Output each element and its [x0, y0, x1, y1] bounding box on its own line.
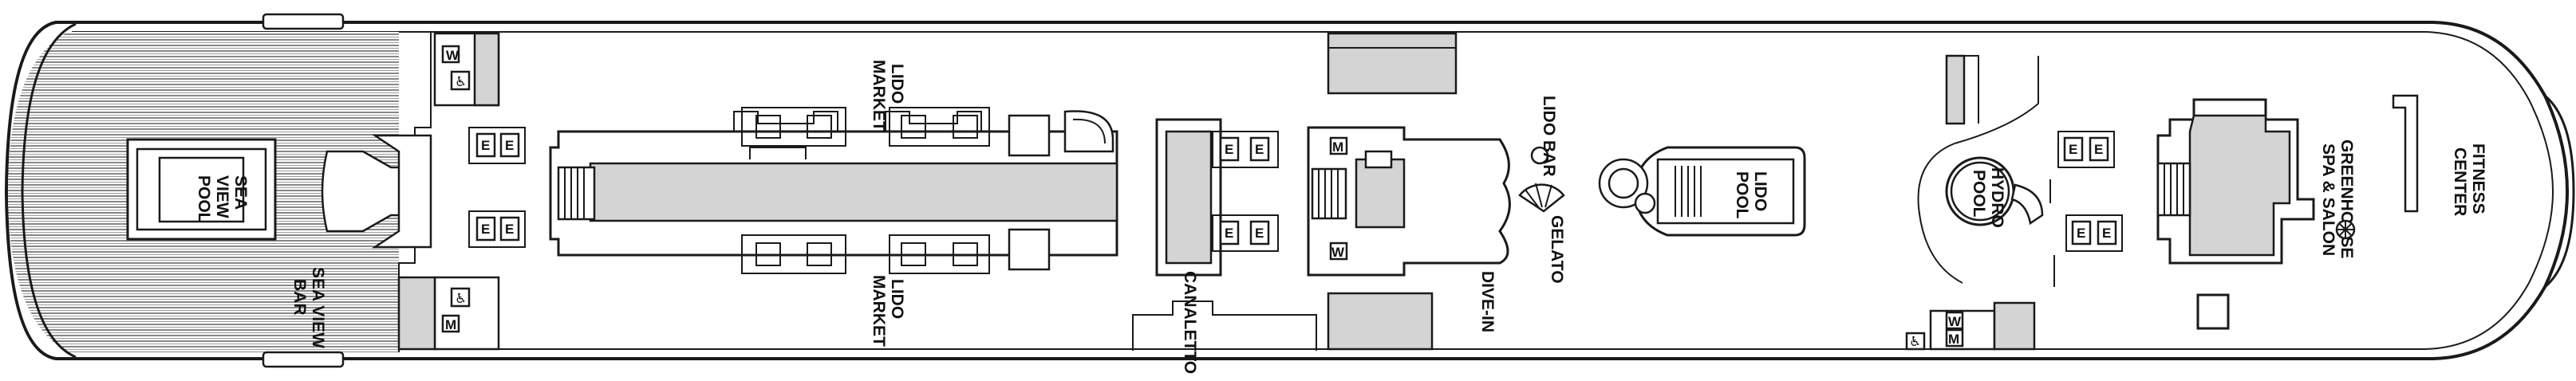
elevator-icon: E [505, 138, 514, 153]
lido-market-entry-arc [1072, 118, 1106, 144]
aft-restroom-bottom: ♿ M [397, 276, 500, 351]
women-restroom-icon: W [1948, 314, 1962, 329]
women-restroom-icon: W [1331, 245, 1345, 260]
sea-view-bar-label-2: BAR [290, 279, 309, 316]
lido-bar-marker-icon [1530, 146, 1549, 165]
hydro-pool-label-1: HYDRO [1988, 167, 2006, 228]
sea-view-pool[interactable]: SEA VIEW POOL [126, 138, 277, 241]
lido-market-counter-bottom [1008, 228, 1051, 271]
elevator-icon: E [1225, 226, 1233, 241]
lido-pool-label-2: POOL [1733, 171, 1751, 219]
men-restroom-icon: M [445, 317, 456, 332]
gelato-counter[interactable] [1518, 183, 1565, 213]
aft-elevators: E E E E [468, 127, 526, 248]
men-restroom-icon: M [1948, 332, 1959, 347]
stern-davit-bottom [262, 351, 345, 368]
dive-in[interactable]: M W [1307, 126, 1511, 277]
hydro-pool-label-2: POOL [1970, 170, 1988, 218]
fitness-center-label-1: FITNESS [2469, 143, 2487, 214]
lido-pool[interactable]: LIDO POOL [1598, 146, 1806, 237]
elevator-icon: E [505, 222, 514, 237]
fwd-restroom-bottom: W M ♿ [1905, 301, 2036, 351]
elevator-icon: E [481, 222, 490, 237]
elevator-icon: E [2102, 226, 2111, 241]
mid-top-wall [1327, 47, 1457, 93]
bow-tip [2544, 94, 2575, 289]
lido-market[interactable] [549, 107, 1118, 274]
women-restroom-icon: W [446, 48, 460, 63]
stern-davit-top [262, 13, 345, 30]
hull-outline [4, 21, 2570, 360]
lido-pool-label-1: LIDO [1751, 171, 1769, 211]
sea-view-bar-label-1: SEA VIEW [309, 267, 327, 348]
mid-elevators: E E E E [1212, 131, 1279, 252]
greenhouse-label-1: GREENHOUSE [2337, 139, 2356, 258]
lido-market-top-label-1: LIDO [888, 64, 906, 104]
hydro-pool[interactable]: HYDRO POOL [1917, 103, 2044, 284]
canaletto-wall [1132, 300, 1317, 351]
elevator-icon: E [2077, 226, 2085, 241]
accessible-icon: ♿ [1909, 334, 1921, 349]
lido-pool-steps [1675, 166, 1702, 217]
lido-market-entry [1063, 110, 1114, 153]
canaletto-label: CANALETTO [1181, 271, 1199, 374]
lido-market-bottom-label-1: LIDO [888, 279, 906, 319]
men-restroom-icon: M [1332, 139, 1343, 155]
sea-view-pool-label-3: POOL [195, 175, 213, 223]
greenhouse-label-2: SPA & SALON [2319, 143, 2337, 256]
spa-stairs [2156, 162, 2191, 217]
stern-rail [21, 22, 77, 359]
fwd-grey-strip-top [1945, 54, 1966, 125]
accessible-icon: ♿ [455, 291, 467, 306]
fwd-elevators: E E E E [2049, 131, 2123, 287]
canaletto[interactable] [1155, 118, 1222, 277]
spa-bottom-block [2196, 293, 2230, 330]
lido-bar-label: LIDO BAR [1540, 96, 1558, 177]
elevator-icon: E [2094, 142, 2103, 157]
greenhouse-spa[interactable] [2156, 98, 2315, 265]
hull-inner-line [72, 31, 2554, 350]
mid-grey-block-top [1327, 32, 1458, 95]
elevator-icon: E [2069, 142, 2077, 157]
fitness-center[interactable] [2335, 94, 2419, 240]
elevator-icon: E [1255, 142, 1264, 157]
fwd-top-wall [1947, 55, 2039, 124]
elevator-icon: E [1225, 142, 1233, 157]
elevator-icon: E [1255, 226, 1264, 241]
mid-grey-block-bottom [1327, 292, 1434, 351]
aft-restroom-top: W ♿ [433, 32, 500, 107]
lido-market-counter-top [1008, 114, 1051, 157]
lido-market-stairs [557, 166, 596, 221]
dive-in-stairs [1311, 167, 1347, 220]
dive-in-label: DIVE-IN [1478, 271, 1497, 332]
fitness-center-label-2: CENTER [2451, 147, 2469, 216]
lido-market-bottom-label-2: MARKET [870, 275, 888, 347]
sea-view-pool-label-1: SEA [231, 175, 250, 210]
elevator-icon: E [481, 138, 490, 153]
sea-view-pool-label-2: VIEW [213, 175, 231, 218]
lido-market-top-label-2: MARKET [870, 60, 888, 132]
aft-stair-block [371, 134, 432, 249]
gelato-label: GELATO [1548, 215, 1566, 284]
accessible-icon: ♿ [455, 74, 467, 89]
